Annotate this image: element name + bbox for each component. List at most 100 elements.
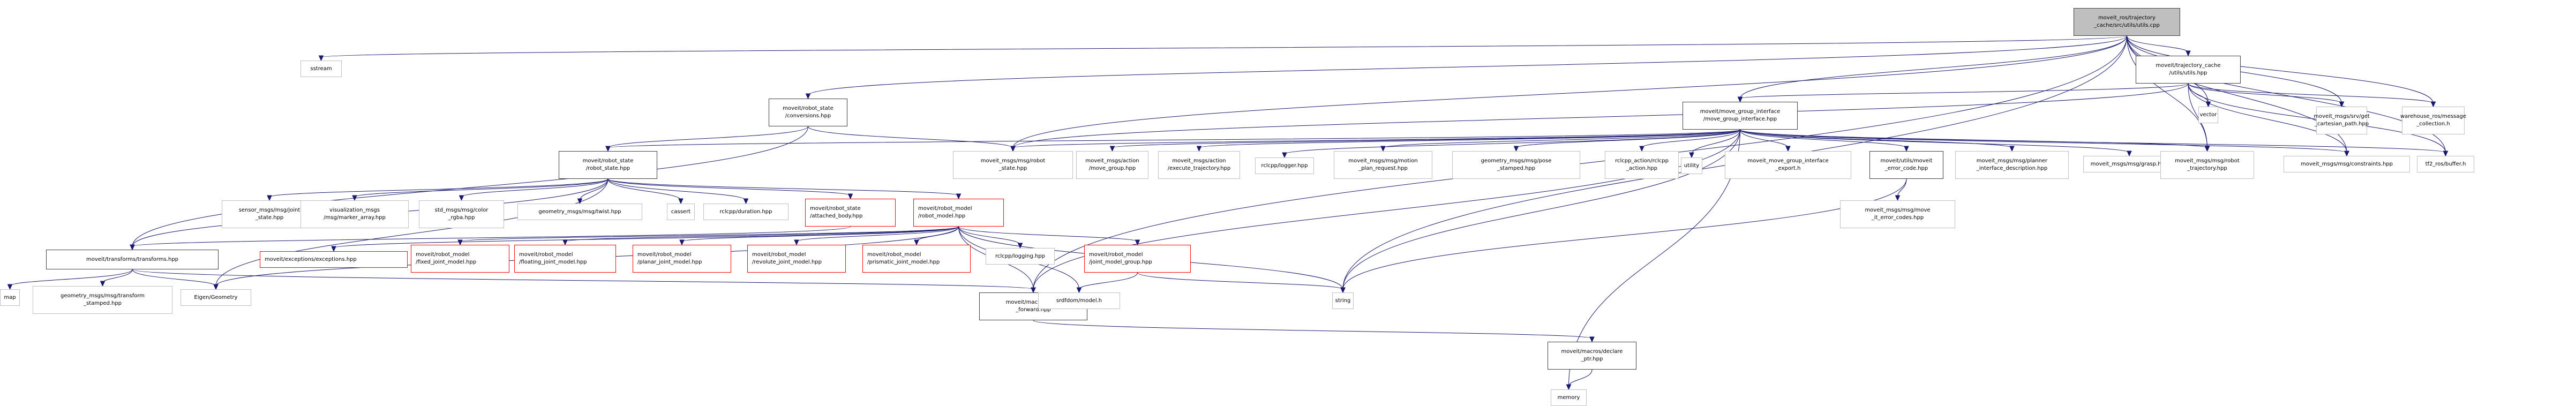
graph-node-utility: utility (1681, 157, 1702, 174)
graph-node-action-exec-traj: moveit_msgs/action /execute_trajectory.h… (1158, 151, 1240, 179)
graph-node-marker-array: visualization_msgs /msg/marker_array.hpp (301, 200, 409, 228)
graph-node-warehouse: warehouse_ros/message _collection.h (2400, 107, 2466, 134)
edge-root-to-conversions (808, 35, 2127, 96)
graph-node-jmg[interactable]: moveit/robot_model /joint_model_group.hp… (1084, 245, 1191, 273)
edge-robot_state-to-eigen_geometry (215, 178, 609, 287)
edge-robot_model-to-fixed_joint (460, 226, 959, 242)
edge-arrowhead (1904, 146, 1909, 152)
edge-arrowhead (1513, 146, 1519, 152)
graph-node-robot-state[interactable]: moveit/robot_state /robot_state.hpp (559, 151, 657, 179)
edge-mgi-to-msg_robot_state (1012, 129, 1740, 148)
edge-tc_utils-to-msg_robot_state (1012, 83, 2189, 148)
graph-node-vector: vector (2198, 107, 2218, 123)
edge-arrowhead (457, 239, 463, 246)
graph-node-transform-stamped: geometry_msgs/msg/transform _stamped.hpp (33, 286, 172, 314)
edge-arrowhead (459, 195, 464, 201)
graph-node-revolute-joint[interactable]: moveit/robot_model /revolute_joint_model… (747, 245, 846, 273)
edge-mgi-to-tf2_buffer (1740, 129, 2446, 153)
edge-arrowhead (605, 146, 611, 152)
graph-node-pose-stamped: geometry_msgs/msg/pose _stamped.hpp (1452, 151, 1580, 179)
edge-arrowhead (130, 244, 135, 251)
graph-node-root[interactable]: moveit_ros/trajectory _cache/src/utils/u… (2074, 8, 2180, 36)
edge-mgi-to-action_exec_traj (1199, 129, 1740, 148)
edge-mgi-to-robot_state (607, 129, 1740, 148)
graph-node-floating-joint[interactable]: moveit/robot_model /floating_joint_model… (514, 245, 616, 273)
edge-root-to-msg_robot_state (1012, 35, 2127, 148)
edge-mgi-to-rclcpp_action (1641, 129, 1740, 148)
graph-node-robot-traj: moveit_msgs/msg/robot _trajectory.hpp (2160, 151, 2254, 179)
graph-node-tf2-buffer: tf2_ros/buffer.h (2417, 156, 2474, 172)
edge-arrowhead (1737, 96, 1743, 103)
edge-arrowhead (1031, 287, 1036, 294)
edge-arrowhead (805, 93, 811, 100)
edge-arrowhead (1109, 146, 1115, 152)
edge-jmg-to-srdf_model (1079, 272, 1138, 290)
edge-arrowhead (2186, 50, 2191, 57)
edge-arrowhead (7, 284, 13, 290)
edge-root-to-robot_traj (2127, 35, 2207, 148)
edge-transforms-to-eigen_geometry (132, 269, 216, 287)
graph-node-constraints: moveit_msgs/msg/constraints.hpp (2284, 156, 2410, 172)
edge-tc_utils-to-constraints (2188, 83, 2347, 153)
graph-node-declare-ptr[interactable]: moveit/macros/declare _ptr.hpp (1548, 342, 1636, 370)
graph-node-planar-joint[interactable]: moveit/robot_model /planar_joint_model.h… (633, 245, 731, 273)
edge-mgi-to-mgi_export (1740, 129, 1789, 148)
edge-robot_state-to-attached_body (607, 178, 851, 196)
graph-node-rclcpp-logger: rclcpp/logger.hpp (1255, 157, 1314, 174)
graph-node-srdf-model: srdfdom/model.h (1038, 292, 1120, 309)
edge-arrowhead (914, 239, 919, 246)
edge-arrowhead (1017, 243, 1023, 249)
edge-robot_state-to-twist (580, 178, 609, 201)
edge-arrowhead (847, 193, 853, 200)
graph-node-robot-model[interactable]: moveit/robot_model /robot_model.hpp (913, 199, 1004, 227)
edge-mgi-to-string (1342, 129, 1740, 290)
graph-node-fixed-joint[interactable]: moveit/robot_model /fixed_joint_model.hp… (411, 245, 509, 273)
graph-node-mgi-export: moveit_move_group_interface _export.h (1725, 151, 1851, 179)
edge-mgi-to-error_code (1740, 129, 1907, 148)
edge-arrowhead (213, 284, 219, 290)
edge-arrowhead (352, 195, 357, 201)
graph-node-mgi[interactable]: moveit/move_group_interface /move_group_… (1683, 102, 1798, 130)
graph-node-planner-iface: moveit_msgs/msg/planner _interface_descr… (1955, 151, 2069, 179)
graph-node-error-code[interactable]: moveit/utils/moveit _error_code.hpp (1869, 151, 1943, 179)
edge-arrowhead (1895, 195, 1901, 201)
edge-arrowhead (1135, 239, 1140, 246)
edge-conversions-to-msg_robot_state (808, 126, 1013, 148)
edge-transforms-to-map (10, 269, 133, 287)
graph-node-prismatic-joint[interactable]: moveit/robot_model /prismatic_joint_mode… (862, 245, 971, 273)
graph-node-error-codes-msg: moveit_msgs/msg/move _it_error_codes.hpp (1840, 200, 1955, 228)
edge-jmg-to-string (1137, 272, 1343, 290)
edge-arrowhead (2339, 101, 2345, 108)
graph-node-tc-utils[interactable]: moveit/trajectory_cache /utils/utils.hpp (2136, 56, 2241, 84)
edge-mgi-to-pose_stamped (1516, 129, 1740, 148)
edge-tc_utils-to-robot_traj (2188, 83, 2207, 148)
edge-robot_state-to-color_rgba (461, 178, 609, 198)
graph-node-msg-robot-state: moveit_msgs/msg/robot _state.hpp (953, 151, 1073, 179)
edge-arrowhead (2430, 101, 2436, 108)
edge-arrowhead (562, 239, 568, 246)
edge-arrowhead (267, 195, 272, 201)
edge-conversions-to-transforms (132, 126, 808, 247)
graph-node-grasp: moveit_msgs/msg/grasp.hpp (2083, 156, 2175, 172)
edge-robot_state-to-rclcpp_duration (607, 178, 746, 201)
edge-arrowhead (100, 281, 106, 287)
graph-node-conversions[interactable]: moveit/robot_state /conversions.hpp (769, 99, 847, 126)
edge-arrowhead (577, 198, 583, 205)
graph-node-memory: memory (1551, 389, 1587, 406)
edge-arrowhead (2127, 151, 2132, 157)
edge-robot_state-to-robot_model (607, 178, 959, 196)
edge-root-to-tf2_buffer (2127, 35, 2446, 153)
edge-arrowhead (1785, 146, 1791, 152)
graph-node-attached-body[interactable]: moveit/robot_state /attached_body.hpp (805, 199, 896, 227)
edge-mgi-to-rclcpp_logger (1284, 129, 1740, 155)
graph-node-transforms[interactable]: moveit/transforms/transforms.hpp (46, 250, 219, 269)
edge-arrowhead (1566, 384, 1572, 390)
edge-error_code-to-error_codes_msg (1897, 178, 1907, 198)
edge-arrowhead (1282, 152, 1287, 159)
edge-conversions-to-robot_state (607, 126, 808, 148)
edge-arrowhead (1010, 146, 1016, 152)
graph-node-exceptions[interactable]: moveit/exceptions/exceptions.hpp (260, 251, 408, 268)
edge-arrowhead (2443, 151, 2449, 157)
edge-robot_model-to-floating_joint (565, 226, 959, 242)
graph-node-map: map (0, 289, 20, 306)
